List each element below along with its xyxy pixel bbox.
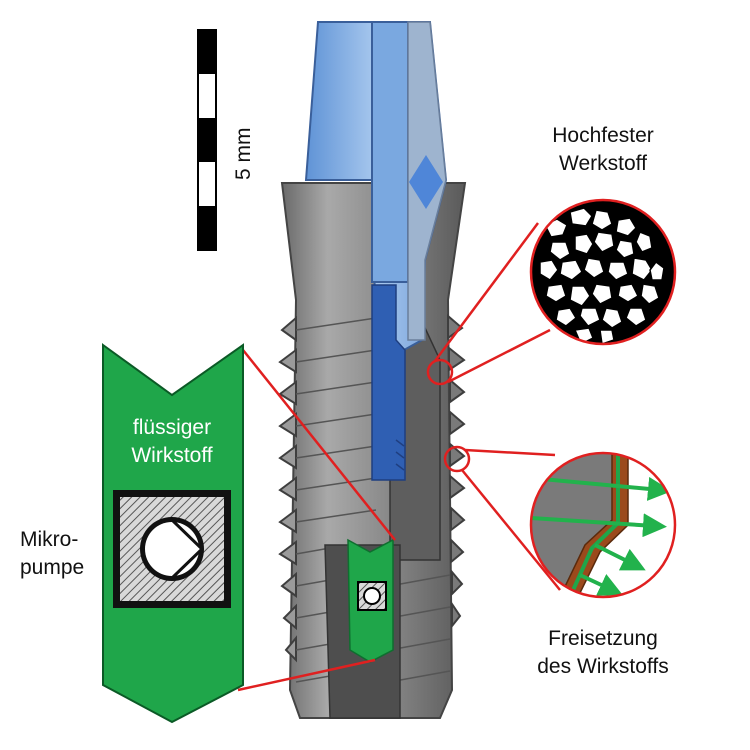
drug-reservoir-small [347, 538, 394, 663]
abutment [304, 21, 448, 357]
material-label-line2: Werkstoff [559, 152, 647, 175]
release-label-line2: des Wirkstoffs [537, 655, 668, 678]
release-callout [443, 445, 677, 599]
material-label-line1: Hochfester [552, 124, 654, 147]
zoom-lines-reservoir [237, 349, 396, 692]
liquid-label-line2: Wirkstoff [131, 444, 212, 467]
drug-reservoir-detail: flüssiger Wirkstoff [102, 343, 244, 724]
pump-label-line2: pumpe [20, 556, 84, 579]
abutment-screw [371, 284, 406, 481]
scale-label: 5 mm [232, 128, 255, 181]
pump-label-line1: Mikro- [20, 528, 78, 551]
liquid-label-line1: flüssiger [133, 416, 211, 439]
material-callout [426, 198, 677, 386]
scale-bar: 5 mm [197, 29, 255, 251]
release-label-line1: Freisetzung [548, 627, 658, 650]
micropump [113, 490, 231, 608]
